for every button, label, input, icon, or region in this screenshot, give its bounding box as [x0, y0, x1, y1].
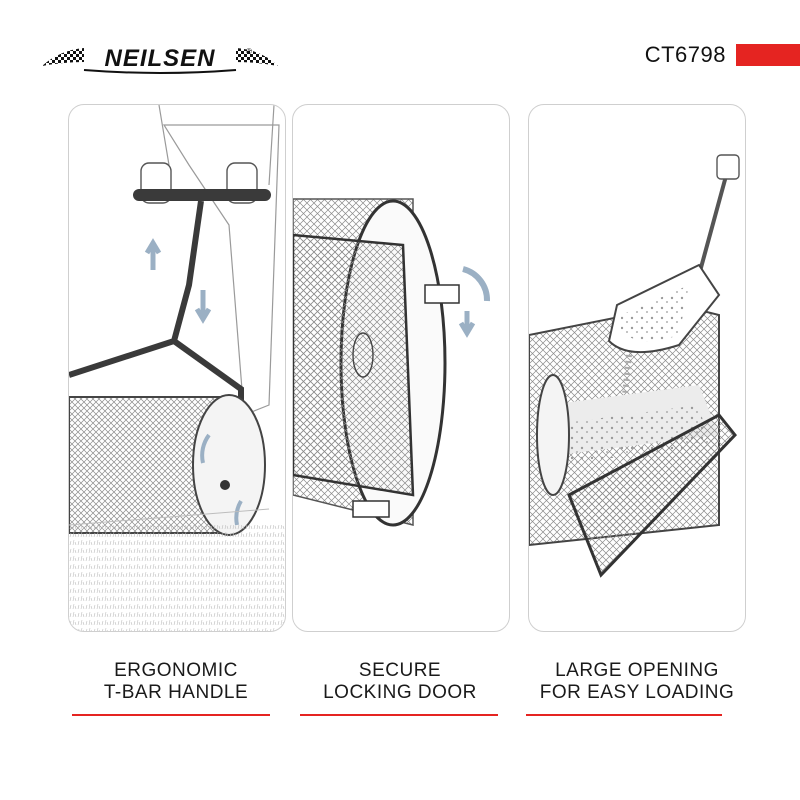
caption-rule-3	[526, 714, 722, 716]
product-code: CT6798	[644, 42, 726, 67]
shovel-loading-illustration	[529, 154, 740, 578]
feature-2-line1: SECURE	[358, 660, 442, 681]
svg-text:NEILSEN: NEILSEN	[104, 45, 215, 72]
panel-easy-loading	[528, 104, 746, 632]
feature-caption-1: ERGONOMIC T-BAR HANDLE	[68, 660, 284, 704]
caption-rule-1	[72, 714, 270, 716]
svg-text:®: ®	[246, 47, 252, 56]
feature-1-line1: ERGONOMIC	[114, 660, 238, 681]
feature-caption-2: SECURE LOCKING DOOR	[292, 660, 508, 704]
caption-rule-2	[300, 714, 498, 716]
t-bar-handle-illustration	[69, 105, 285, 631]
panel-t-bar-handle	[68, 104, 286, 632]
product-code-block: CT6798	[645, 40, 800, 70]
locking-door-illustration	[293, 198, 490, 527]
neilsen-logo: NEILSEN ®	[42, 45, 278, 74]
feature-3-line2: FOR EASY LOADING	[539, 682, 735, 703]
feature-2-line2: LOCKING DOOR	[323, 682, 477, 703]
accent-bar	[736, 44, 800, 66]
feature-caption-3: LARGE OPENING FOR EASY LOADING	[522, 660, 752, 704]
feature-1-line2: T-BAR HANDLE	[103, 682, 249, 703]
panel-locking-door	[292, 104, 510, 632]
feature-3-line1: LARGE OPENING	[555, 660, 719, 681]
